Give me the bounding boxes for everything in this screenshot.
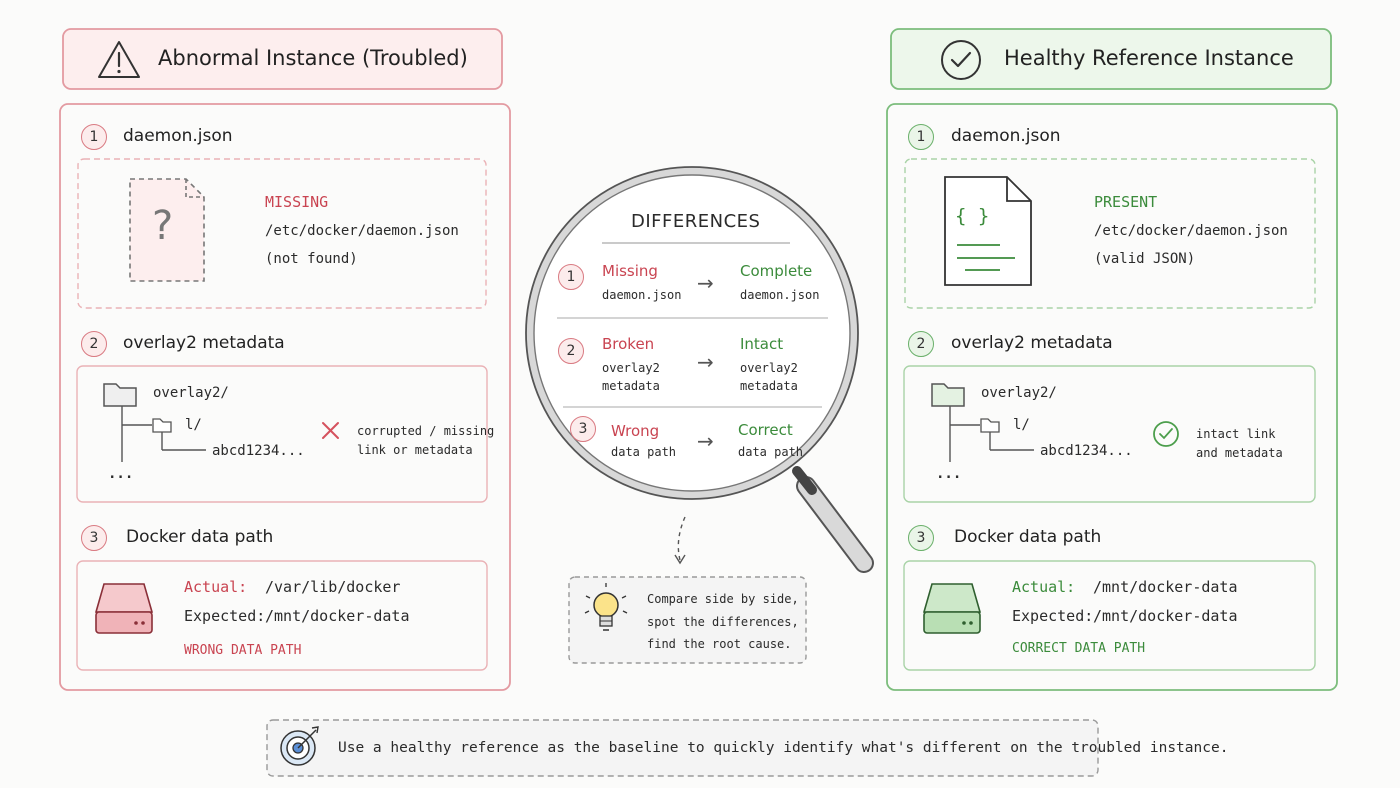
tip-box [568, 576, 807, 664]
right-s3-actual-label: Actual: [1012, 578, 1076, 596]
left-s3-status: WRONG DATA PATH [184, 643, 302, 658]
diff-row2-bad-sub2: metadata [602, 379, 660, 393]
left-tree-child: l/ [185, 417, 202, 433]
left-s1-status: MISSING [265, 193, 329, 211]
right-s2-note2: and metadata [1196, 446, 1283, 460]
left-s1-title: daemon.json [123, 126, 233, 146]
diff-row2-good-sub2: metadata [740, 379, 798, 393]
diff-row1-badge: 1 [558, 264, 584, 290]
right-s2-title: overlay2 metadata [951, 333, 1113, 353]
right-s3-box [903, 560, 1316, 671]
left-folder-tree [103, 383, 206, 462]
check-circle-icon [941, 40, 981, 80]
lightbulb-icon [584, 583, 628, 631]
missing-file-icon [129, 178, 205, 282]
right-s3-badge: 3 [908, 525, 934, 551]
diff-row3-bad-sub: data path [611, 445, 677, 459]
diff-row3-bad: Wrong [611, 422, 660, 440]
diff-row2-bad-sub1: overlay2 [602, 361, 660, 375]
diff-row1-arrow: → [697, 271, 714, 295]
left-s1-box [77, 158, 487, 309]
right-s3-expected-label: Expected: [1012, 607, 1094, 625]
diff-row3-good-sub: data path [738, 445, 804, 459]
right-folder-tree [931, 383, 1034, 462]
target-icon [280, 726, 319, 766]
right-title: Healthy Reference Instance [1004, 46, 1294, 70]
warning-icon [98, 41, 140, 78]
diff-row1-bad: Missing [602, 262, 658, 280]
error-x-icon [322, 422, 339, 439]
left-s2-title: overlay2 metadata [123, 333, 285, 353]
ok-check-icon [1153, 421, 1179, 447]
left-s3-badge: 3 [81, 525, 107, 551]
diff-row3-badge: 3 [570, 416, 596, 442]
json-file-glyph: { } [955, 205, 990, 227]
right-s2-box [903, 365, 1316, 503]
magnifier-icon [525, 166, 874, 573]
diff-row2-badge: 2 [558, 338, 584, 364]
right-tree-more: ... [936, 466, 962, 482]
missing-file-glyph: ? [152, 203, 174, 249]
left-s3-expected-value: /mnt/docker-data [265, 607, 410, 625]
diff-row2-arrow: → [697, 350, 714, 374]
left-s3-actual-value: /var/lib/docker [265, 578, 401, 596]
left-s2-note1: corrupted / missing [357, 424, 495, 438]
right-s1-badge: 1 [908, 124, 934, 150]
diff-row3-good: Correct [738, 421, 793, 439]
diff-row2-bad: Broken [602, 335, 655, 353]
right-header-box [890, 28, 1332, 90]
left-title: Abnormal Instance (Troubled) [158, 46, 468, 70]
right-s3-title: Docker data path [954, 527, 1102, 547]
diff-row2-good-sub1: overlay2 [740, 361, 798, 375]
footer-text: Use a healthy reference as the baseline … [338, 740, 1229, 756]
json-file-icon [944, 176, 1032, 286]
right-panel [886, 103, 1338, 691]
tip-line1: Compare side by side, [647, 592, 799, 606]
left-header-box [62, 28, 503, 90]
left-s1-note: (not found) [265, 251, 358, 267]
right-s1-status: PRESENT [1094, 193, 1158, 211]
tip-line3: find the root cause. [647, 637, 792, 651]
right-s3-actual-value: /mnt/docker-data [1093, 578, 1238, 596]
right-s1-note: (valid JSON) [1094, 251, 1196, 267]
left-s2-note2: link or metadata [357, 443, 473, 457]
left-s3-expected-label: Expected: [184, 607, 266, 625]
diff-row3-arrow: → [697, 429, 714, 453]
tip-line2: spot the differences, [647, 615, 799, 629]
left-s3-box [76, 560, 488, 671]
right-s3-expected-value: /mnt/docker-data [1093, 607, 1238, 625]
left-tree-leaf: abcd1234... [212, 443, 305, 459]
left-tree-more: ... [108, 466, 134, 482]
right-s1-box [904, 158, 1316, 309]
diff-row1-bad-sub: daemon.json [602, 288, 682, 302]
left-s3-actual-label: Actual: [184, 578, 248, 596]
footer-box [266, 719, 1099, 777]
right-tree-leaf: abcd1234... [1040, 443, 1133, 459]
right-s2-badge: 2 [908, 331, 934, 357]
right-s1-title: daemon.json [951, 126, 1061, 146]
differences-title: DIFFERENCES [631, 211, 761, 232]
left-tree-root: overlay2/ [153, 385, 229, 401]
right-s2-note1: intact link [1196, 427, 1276, 441]
diff-row1-good: Complete [740, 262, 813, 280]
left-panel [59, 103, 511, 691]
left-s2-box [76, 365, 488, 503]
left-s1-path: /etc/docker/daemon.json [265, 223, 459, 239]
diff-row2-good: Intact [740, 335, 784, 353]
left-s3-title: Docker data path [126, 527, 274, 547]
right-disk-icon [922, 583, 982, 634]
left-disk-icon [94, 583, 154, 634]
diff-row1-good-sub: daemon.json [740, 288, 820, 302]
left-s2-badge: 2 [81, 331, 107, 357]
right-s3-status: CORRECT DATA PATH [1012, 641, 1146, 656]
right-tree-root: overlay2/ [981, 385, 1057, 401]
right-s1-path: /etc/docker/daemon.json [1094, 223, 1288, 239]
left-s1-badge: 1 [81, 124, 107, 150]
right-tree-child: l/ [1013, 417, 1030, 433]
